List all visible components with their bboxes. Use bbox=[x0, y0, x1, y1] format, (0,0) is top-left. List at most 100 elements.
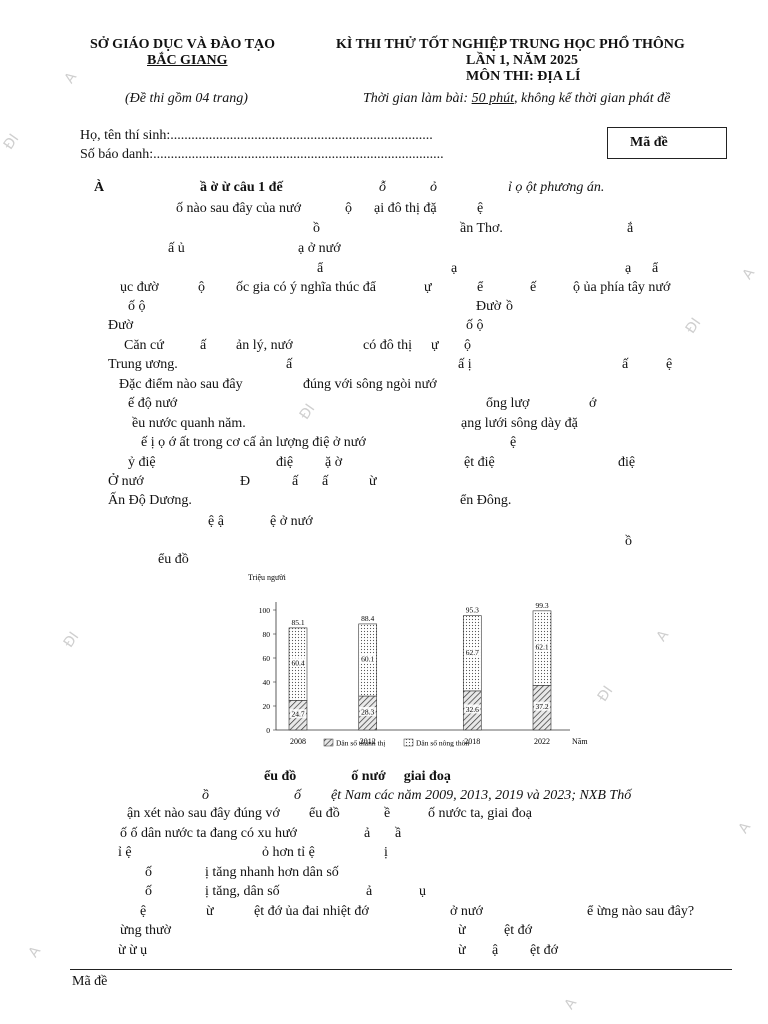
text-fragment: Đườ bbox=[108, 318, 134, 333]
data-label: 62.7 bbox=[466, 648, 479, 657]
text-fragment: ừ ừ ụ bbox=[118, 942, 148, 958]
data-label: 24.7 bbox=[291, 710, 304, 719]
exam-subject: MÔN THI: ĐỊA LÍ bbox=[466, 69, 581, 84]
exam-code-label: Mã đề bbox=[630, 135, 668, 150]
text-fragment: ẩ bbox=[652, 261, 659, 276]
x-tick-label: 2012 bbox=[360, 737, 376, 746]
text-fragment: Đườ bbox=[476, 299, 502, 314]
watermark: A bbox=[61, 69, 81, 87]
text-fragment: ộ bbox=[464, 338, 471, 353]
exam-time: Thời gian làm bài: 50 phút, không kể thờ… bbox=[363, 91, 670, 107]
watermark: ĐI bbox=[682, 315, 705, 337]
data-label: 28.3 bbox=[361, 708, 374, 717]
text-fragment: ấ ị bbox=[458, 357, 472, 372]
total-label: 88.4 bbox=[361, 614, 374, 623]
text-fragment: ộ ủa phía tây nướ bbox=[573, 280, 671, 295]
text-fragment: Căn cứ bbox=[124, 338, 164, 353]
text-fragment: ụ bbox=[419, 884, 426, 899]
text-fragment: ỏ bbox=[430, 180, 437, 195]
y-tick-label: 80 bbox=[263, 630, 271, 639]
data-label-bg bbox=[290, 658, 306, 668]
text-fragment: điệ bbox=[276, 455, 294, 470]
text-fragment: có đô thị bbox=[363, 338, 412, 353]
text-fragment: Trung ương. bbox=[108, 357, 178, 372]
y-tick-label: 20 bbox=[263, 702, 271, 711]
text-fragment: ộ bbox=[198, 280, 205, 295]
text-fragment: ự bbox=[431, 338, 439, 353]
text-fragment: ị tăng nhanh hơn dân số bbox=[205, 864, 339, 880]
text-fragment: ậ bbox=[492, 942, 499, 958]
data-label-bg bbox=[464, 647, 481, 657]
text-fragment: ừ bbox=[458, 942, 466, 958]
text-fragment: ạ bbox=[625, 261, 632, 276]
text-fragment: ố ộ bbox=[128, 299, 146, 314]
text-fragment: ểu đồ bbox=[158, 552, 189, 567]
text-fragment: ồ bbox=[506, 299, 513, 314]
exam-time-prefix: Thời gian làm bài: bbox=[363, 91, 472, 106]
exam-time-duration: 50 phút bbox=[471, 91, 514, 106]
text-fragment: Ấn Độ Dương. bbox=[108, 493, 192, 508]
text-fragment: đúng với sông ngòi nướ bbox=[303, 377, 437, 392]
text-fragment: À bbox=[94, 180, 105, 195]
text-fragment: ỷ điệ bbox=[128, 455, 156, 470]
watermark: ĐI bbox=[296, 401, 319, 423]
text-fragment: ần Thơ. bbox=[460, 221, 503, 236]
text-fragment: ệ ậ bbox=[208, 514, 224, 529]
text-fragment: Đặc điểm nào sau đây bbox=[119, 377, 243, 392]
text-fragment: ở nướ bbox=[450, 903, 483, 919]
text-fragment: ắ bbox=[627, 221, 634, 236]
text-fragment: ừng thườ bbox=[120, 923, 171, 938]
text-fragment: ều nước quanh năm. bbox=[132, 416, 246, 431]
data-label: 60.1 bbox=[361, 654, 374, 663]
text-fragment: ận xét nào sau đây đúng vớ bbox=[127, 806, 280, 821]
total-label: 95.3 bbox=[466, 606, 479, 615]
total-label: 99.3 bbox=[535, 601, 548, 610]
text-fragment: ặ ờ bbox=[325, 455, 343, 470]
data-label: 62.1 bbox=[535, 643, 548, 652]
text-fragment: ố nước ta, giai đoạ bbox=[428, 806, 533, 821]
data-label-bg bbox=[534, 701, 550, 711]
text-fragment: ệt đớ ủa đai nhiệt đớ bbox=[254, 903, 369, 919]
text-fragment: ệ bbox=[140, 903, 147, 919]
legend-swatch bbox=[403, 738, 414, 747]
text-fragment: ố nào sau đây của nướ bbox=[176, 201, 302, 216]
watermark: A bbox=[25, 943, 45, 961]
text-fragment: ớ bbox=[589, 396, 597, 411]
watermark: A bbox=[653, 627, 673, 645]
text-fragment: ỉ ệ bbox=[118, 845, 132, 860]
x-axis-title: Năm bbox=[572, 737, 588, 746]
watermark: A bbox=[735, 819, 755, 837]
chart-source-part-b: ố bbox=[294, 788, 301, 803]
text-fragment: ạng lưới sông dày đặ bbox=[461, 416, 578, 431]
text-fragment: ấ ủ bbox=[168, 241, 185, 256]
y-axis-title: Triệu người bbox=[248, 573, 287, 582]
text-fragment: ể ừng nào sau đây? bbox=[587, 903, 695, 919]
watermark: A bbox=[739, 265, 759, 283]
data-label-bg bbox=[464, 704, 481, 714]
text-fragment: ố bbox=[145, 884, 152, 899]
text-fragment: ừ bbox=[206, 903, 214, 919]
data-label-bg bbox=[290, 709, 306, 719]
chart-caption-part-c: giai đoạ bbox=[403, 769, 451, 784]
y-tick-label: 40 bbox=[263, 678, 271, 687]
chart-source-part-a: ồ bbox=[202, 788, 209, 803]
text-fragment: ại đô thị đặ bbox=[374, 201, 437, 216]
department-name: SỞ GIÁO DỤC VÀ ĐÀO TẠO bbox=[90, 37, 276, 52]
text-fragment: ệt đớ bbox=[530, 942, 559, 958]
legend-swatch bbox=[323, 738, 334, 747]
text-fragment: ị tăng, dân số bbox=[205, 884, 280, 899]
text-fragment: ế ị ọ ớ ất trong cơ cấ ản lượng điệ ở nư… bbox=[141, 435, 366, 450]
text-fragment: ồ bbox=[625, 534, 632, 549]
total-label: 85.1 bbox=[291, 618, 304, 627]
watermark: A bbox=[561, 995, 581, 1013]
text-fragment: ả bbox=[366, 884, 373, 899]
text-fragment: Đ bbox=[240, 474, 251, 489]
x-tick-label: 2008 bbox=[290, 737, 306, 746]
text-fragment: ế độ nướ bbox=[128, 396, 178, 411]
exam-code-box: Mã đề bbox=[607, 127, 727, 159]
text-fragment: ố ố dân nước ta đang có xu hướ bbox=[120, 825, 297, 841]
candidate-id-line: Số báo danh:............................… bbox=[80, 147, 444, 162]
text-fragment: ệ bbox=[510, 435, 517, 450]
